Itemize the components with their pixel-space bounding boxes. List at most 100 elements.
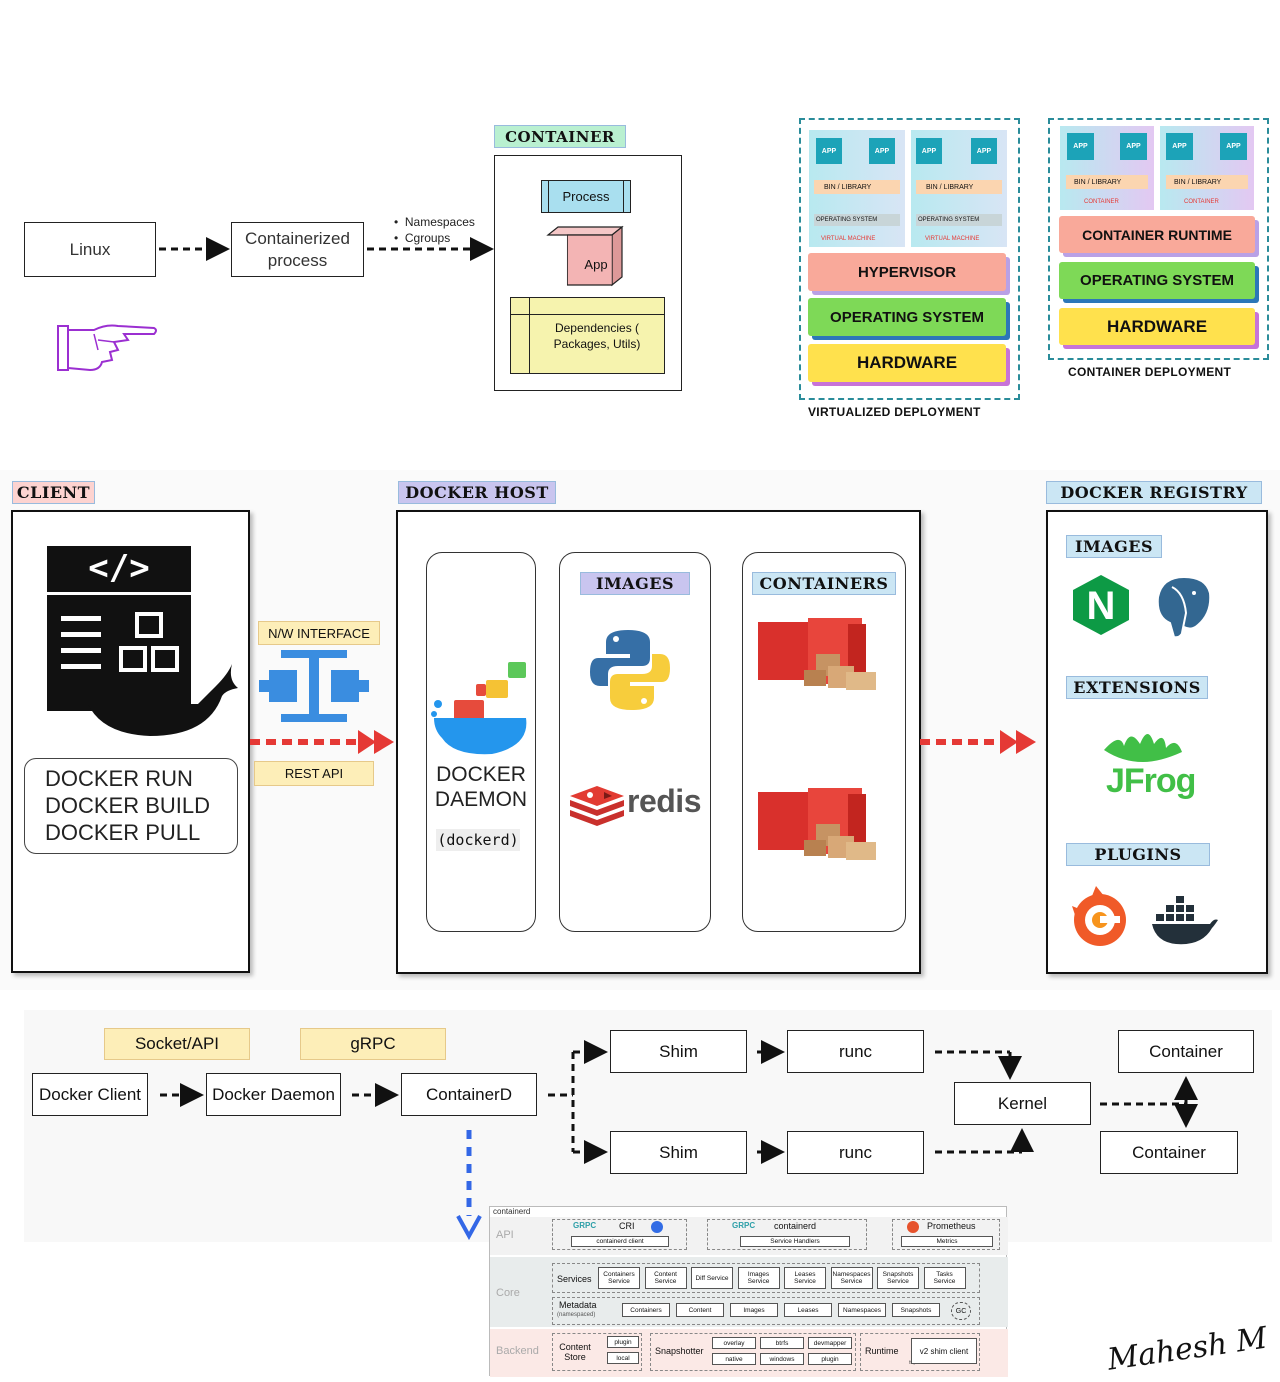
runtime-label: Runtime (865, 1346, 899, 1356)
redis-label: redis (627, 783, 701, 819)
nw-interface-tag: N/W INTERFACE (258, 621, 380, 645)
pointing-hand-icon (57, 324, 157, 372)
signature: Mahesh M (1104, 1320, 1270, 1377)
service-handlers-cell: Service Handlers (740, 1236, 850, 1247)
container-label: Container (1132, 1142, 1206, 1162)
app-label: App (584, 257, 608, 272)
vm-2: APP APP BIN / LIBRARY OPERATING SYSTEM V… (911, 130, 1007, 247)
dependencies-box: Dependencies ( Packages, Utils) (510, 297, 665, 374)
docker-plugin-icon (1152, 896, 1218, 945)
containerd-api-label: containerd (774, 1221, 817, 1231)
os-layer: OPERATING SYSTEM (808, 298, 1006, 336)
container-deploy-frame (1048, 118, 1269, 360)
metadata-cell: Namespaces (838, 1303, 886, 1317)
app-icon: APP (916, 138, 942, 164)
nginx-letter: N (1087, 584, 1116, 628)
docker-daemon-label: Docker Daemon (212, 1084, 335, 1104)
vm-label: VIRTUAL MACHINE (821, 236, 876, 242)
registry-plugins-tag: PLUGINS (1066, 843, 1210, 866)
client-to-host-arrow (250, 730, 394, 754)
prometheus-icon (907, 1221, 919, 1233)
container-deploy-caption: CONTAINER DEPLOYMENT (1068, 365, 1232, 379)
nginx-logo-icon: N (1073, 575, 1129, 635)
container-label: CONTAINER (1084, 199, 1119, 205)
arch-snapshotter-group: Snapshotter (650, 1333, 856, 1371)
bin-library: BIN / LIBRARY (1066, 175, 1148, 189)
linux-box: Linux (24, 222, 156, 277)
namespace-cgroup-list: • Namespaces • Cgroups (394, 214, 475, 246)
hardware-layer: HARDWARE (808, 344, 1006, 382)
virtualized-caption: VIRTUALIZED DEPLOYMENT (808, 405, 981, 419)
snapshotter-cell: btrfs (760, 1337, 804, 1349)
app-icon: APP (1120, 133, 1147, 160)
registry-extensions-tag: EXTENSIONS (1066, 676, 1208, 699)
cmd-docker-build: DOCKER BUILD (45, 793, 211, 818)
metadata-label: Metadata (559, 1300, 597, 1310)
app-icon: APP (1067, 133, 1094, 160)
jfrog-splash-icon (1104, 734, 1182, 762)
app-cube (546, 225, 624, 287)
metadata-cell: Containers (622, 1303, 670, 1317)
content-store-label: Content Store (559, 1342, 591, 1362)
snapshotter-cell: devmapper (808, 1337, 852, 1349)
app-icon: APP (1220, 133, 1247, 160)
app-icon: APP (1166, 133, 1193, 160)
shim-label: Shim (659, 1142, 698, 1162)
arch-backend-label: Backend (496, 1345, 539, 1357)
content-plugin-cell: plugin (607, 1336, 639, 1348)
kernel-box: Kernel (954, 1082, 1091, 1125)
bin-library: BIN / LIBRARY (1166, 175, 1248, 189)
os-layer: OPERATING SYSTEM (1059, 262, 1255, 299)
containers-panel (742, 552, 906, 932)
service-cell: Leases Service (784, 1267, 826, 1289)
arch-metadata-group: Metadata (namespaced) GC (552, 1297, 980, 1325)
daemon-label-line1: DOCKER (436, 763, 526, 786)
dockerd-label: (dockerd) (436, 829, 520, 851)
containerd-label: ContainerD (426, 1084, 512, 1104)
service-cell: Images Service (737, 1267, 780, 1289)
guest-os: OPERATING SYSTEM (814, 214, 900, 226)
guest-os: OPERATING SYSTEM (916, 214, 1002, 226)
runc-label: runc (838, 1142, 873, 1162)
shim-box-top: Shim (610, 1030, 747, 1073)
metadata-cell: Leases (784, 1303, 832, 1317)
code-glyph: </> (88, 548, 150, 588)
kubernetes-icon (651, 1221, 663, 1233)
container-2: APP APP BIN / LIBRARY CONTAINER (1160, 126, 1254, 210)
virtualized-frame (799, 118, 1020, 400)
snapshotter-cell: native (712, 1353, 756, 1365)
docker-host-tag: DOCKER HOST (398, 481, 556, 504)
app-icon: APP (971, 138, 997, 164)
arch-core-label: Core (496, 1287, 520, 1299)
container-runtime-layer: CONTAINER RUNTIME (1059, 216, 1255, 253)
docker-whale-icon (431, 662, 527, 755)
snapshotter-cell: plugin (808, 1353, 852, 1365)
snapshotter-cell: windows (760, 1353, 804, 1365)
dependencies-label: Dependencies ( Packages, Utils) (553, 321, 641, 351)
signature-text: Mahesh M (1104, 1320, 1270, 1377)
container-box-top: Container (1118, 1030, 1254, 1073)
postgres-logo-icon (1156, 575, 1212, 639)
host-to-registry-arrow (920, 730, 1036, 754)
docker-daemon-box: Docker Daemon (206, 1073, 341, 1116)
service-cell: Diff Service (691, 1267, 733, 1289)
grpc-tag: gRPC (300, 1028, 446, 1060)
container-box-bottom: Container (1100, 1131, 1238, 1174)
containerd-box: ContainerD (401, 1073, 537, 1116)
client-commands-box: DOCKER RUN DOCKER BUILD DOCKER PULL (24, 758, 238, 854)
process-box: Process (541, 180, 631, 213)
service-cell: Containers Service (598, 1267, 640, 1289)
grpc-logo: GRPC (573, 1221, 597, 1230)
bin-library: BIN / LIBRARY (814, 180, 900, 194)
shipping-container-icon (758, 618, 876, 690)
prometheus-label: Prometheus (927, 1221, 976, 1231)
service-cell: Tasks Service (923, 1267, 966, 1289)
shim-box-bottom: Shim (610, 1131, 747, 1174)
whale-tail-icon (88, 664, 238, 736)
containerd-architecture: containerd API GRPC CRI containerd clien… (489, 1206, 1008, 1377)
service-cell: Content Service (644, 1267, 687, 1289)
arch-handlers-group: GRPC containerd Service Handlers (707, 1219, 867, 1250)
arch-runtime-group: Runtime ttrpc v2 shim client (860, 1333, 980, 1371)
arch-cri-group: GRPC CRI containerd client (552, 1219, 687, 1250)
